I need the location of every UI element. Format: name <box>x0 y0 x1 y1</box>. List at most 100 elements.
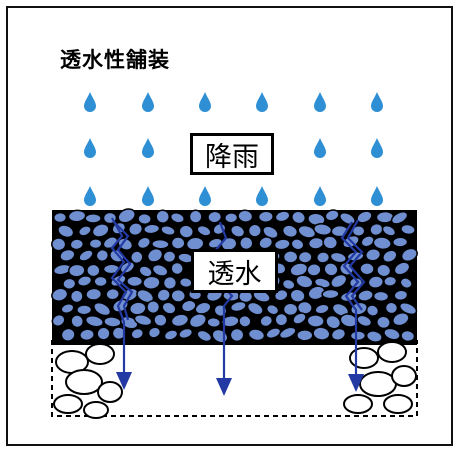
pebble <box>365 248 382 262</box>
pebble <box>330 273 348 289</box>
pebble <box>306 314 325 328</box>
pebble <box>178 327 194 340</box>
pebble <box>137 212 152 226</box>
pebble <box>392 312 410 327</box>
pebble <box>265 303 280 316</box>
pebble <box>307 285 326 301</box>
pebble <box>322 235 339 250</box>
stone <box>53 394 83 414</box>
pebble <box>51 313 66 327</box>
raindrop-icon <box>314 138 326 158</box>
stone <box>97 381 123 403</box>
pebble <box>265 327 282 340</box>
pebble <box>392 236 409 248</box>
raindrop-icon <box>371 186 383 206</box>
pebble <box>138 265 153 278</box>
pebble <box>384 301 399 315</box>
raindrop-icon <box>84 138 96 158</box>
pebble <box>365 304 380 317</box>
pebble <box>196 224 212 237</box>
pebble <box>52 211 68 224</box>
raindrop-icon <box>256 92 268 112</box>
stone <box>83 401 109 419</box>
pebble <box>91 223 110 238</box>
stone <box>377 341 407 363</box>
pebble <box>325 314 342 330</box>
pebble <box>247 328 266 342</box>
pebble <box>160 224 176 237</box>
stone <box>391 365 417 387</box>
arrow-heads <box>116 372 364 396</box>
pebble <box>229 300 247 313</box>
pebble <box>67 209 87 223</box>
raindrop-icon <box>371 92 383 112</box>
pebble <box>383 327 401 341</box>
pebble <box>126 275 144 288</box>
pebble <box>223 212 239 224</box>
pebble <box>258 236 274 250</box>
pebble <box>273 238 291 251</box>
pebble <box>136 236 152 250</box>
pebble <box>289 288 306 303</box>
raindrop-icon <box>142 138 154 158</box>
pebble <box>376 315 391 330</box>
raindrop-icon <box>142 186 154 206</box>
pebble <box>372 290 390 303</box>
downward-arrow <box>216 378 232 396</box>
pebble <box>281 224 299 239</box>
pebble <box>95 248 110 262</box>
pebble <box>84 212 102 224</box>
pebble <box>297 250 313 264</box>
pebble <box>162 275 178 291</box>
pebble <box>399 277 413 290</box>
pebble <box>76 304 93 316</box>
pebble <box>376 263 392 278</box>
pebble <box>178 224 194 239</box>
pebble <box>170 236 186 250</box>
pebble <box>79 328 95 342</box>
pebble <box>170 288 187 303</box>
pebble <box>196 329 213 343</box>
stone <box>359 371 397 397</box>
pebble <box>146 300 161 315</box>
pebble <box>390 211 409 225</box>
pebble <box>291 210 307 225</box>
pebble <box>51 237 67 252</box>
pebble <box>194 301 212 315</box>
pebble <box>357 289 374 302</box>
pebble <box>146 247 164 263</box>
pebble <box>162 250 177 264</box>
pebble <box>69 238 85 251</box>
pebble <box>88 238 103 250</box>
pebble <box>133 314 153 327</box>
pebble <box>315 251 331 264</box>
pebble <box>297 224 317 239</box>
pebble <box>70 314 85 329</box>
stone <box>343 394 373 414</box>
pebble <box>69 289 84 304</box>
pebble <box>281 278 296 291</box>
pebble <box>151 263 169 277</box>
pebble <box>229 327 245 343</box>
pebble <box>86 263 101 278</box>
pebble <box>85 287 103 301</box>
pebble <box>393 261 411 276</box>
raindrop-icon <box>84 186 96 206</box>
pebble <box>278 326 297 340</box>
pebble <box>306 263 322 277</box>
pebble <box>105 287 121 301</box>
soil-layer <box>51 340 418 419</box>
permeation-label: 透水 <box>191 249 278 293</box>
pebble <box>274 312 289 327</box>
pebble <box>295 274 314 289</box>
pebble <box>356 314 373 328</box>
pebble <box>237 209 254 223</box>
pebble <box>67 263 86 278</box>
pebble <box>59 248 76 262</box>
pebble <box>151 238 170 250</box>
pebble <box>163 329 179 341</box>
pebble <box>400 223 416 236</box>
raindrop-icon <box>199 186 211 206</box>
pebble <box>96 326 111 341</box>
